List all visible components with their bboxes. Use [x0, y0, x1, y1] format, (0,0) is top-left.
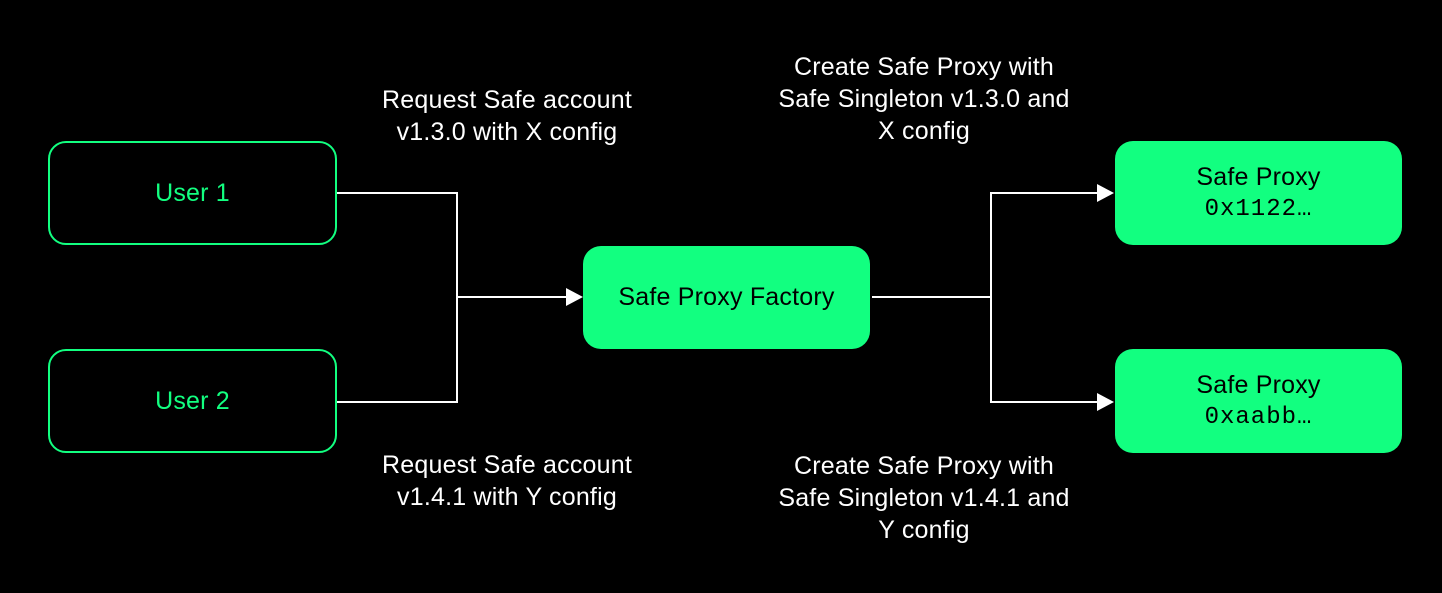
node-safe-proxy-2-address: 0xaabb… — [1204, 404, 1313, 431]
node-safe-proxy-factory: Safe Proxy Factory — [583, 246, 870, 349]
arrowhead-icon — [566, 288, 583, 306]
node-safe-proxy-1-address: 0x1122… — [1204, 196, 1313, 223]
node-user-1-label: User 1 — [155, 178, 230, 207]
annotation-line: Create Safe Proxy with — [793, 452, 1055, 480]
annotation-line: Create Safe Proxy with — [793, 53, 1055, 81]
annotation-line: X config — [878, 117, 970, 145]
annotation-line: Y config — [878, 516, 970, 544]
connector-right-split — [990, 192, 992, 403]
annotation-create-v130: Create Safe Proxy with Safe Singleton v1… — [744, 51, 1104, 147]
node-safe-proxy-2-title: Safe Proxy — [1196, 371, 1321, 399]
annotation-line: Safe Singleton v1.3.0 and — [778, 85, 1070, 113]
connector-to-factory — [456, 296, 567, 298]
node-safe-proxy-1-title: Safe Proxy — [1196, 163, 1321, 191]
node-safe-proxy-1: Safe Proxy 0x1122… — [1115, 141, 1402, 245]
node-safe-proxy-factory-label: Safe Proxy Factory — [618, 283, 835, 311]
node-user-1: User 1 — [48, 141, 337, 245]
annotation-line: v1.3.0 with X config — [396, 118, 618, 146]
connector-user1-out — [337, 192, 457, 194]
connector-user2-out — [337, 401, 457, 403]
node-safe-proxy-2: Safe Proxy 0xaabb… — [1115, 349, 1402, 453]
annotation-create-v141: Create Safe Proxy with Safe Singleton v1… — [744, 450, 1104, 546]
annotation-line: Request Safe account — [382, 451, 632, 479]
annotation-request-v130: Request Safe account v1.3.0 with X confi… — [317, 84, 697, 148]
connector-to-proxy1 — [990, 192, 1098, 194]
arrowhead-icon — [1097, 393, 1114, 411]
connector-to-proxy2 — [990, 401, 1098, 403]
node-user-2-label: User 2 — [155, 386, 230, 415]
node-user-2: User 2 — [48, 349, 337, 453]
connector-factory-out — [872, 296, 991, 298]
annotation-line: Safe Singleton v1.4.1 and — [778, 484, 1070, 512]
annotation-request-v141: Request Safe account v1.4.1 with Y confi… — [317, 449, 697, 513]
annotation-line: Request Safe account — [382, 86, 632, 114]
annotation-line: v1.4.1 with Y config — [397, 483, 617, 511]
arrowhead-icon — [1097, 184, 1114, 202]
